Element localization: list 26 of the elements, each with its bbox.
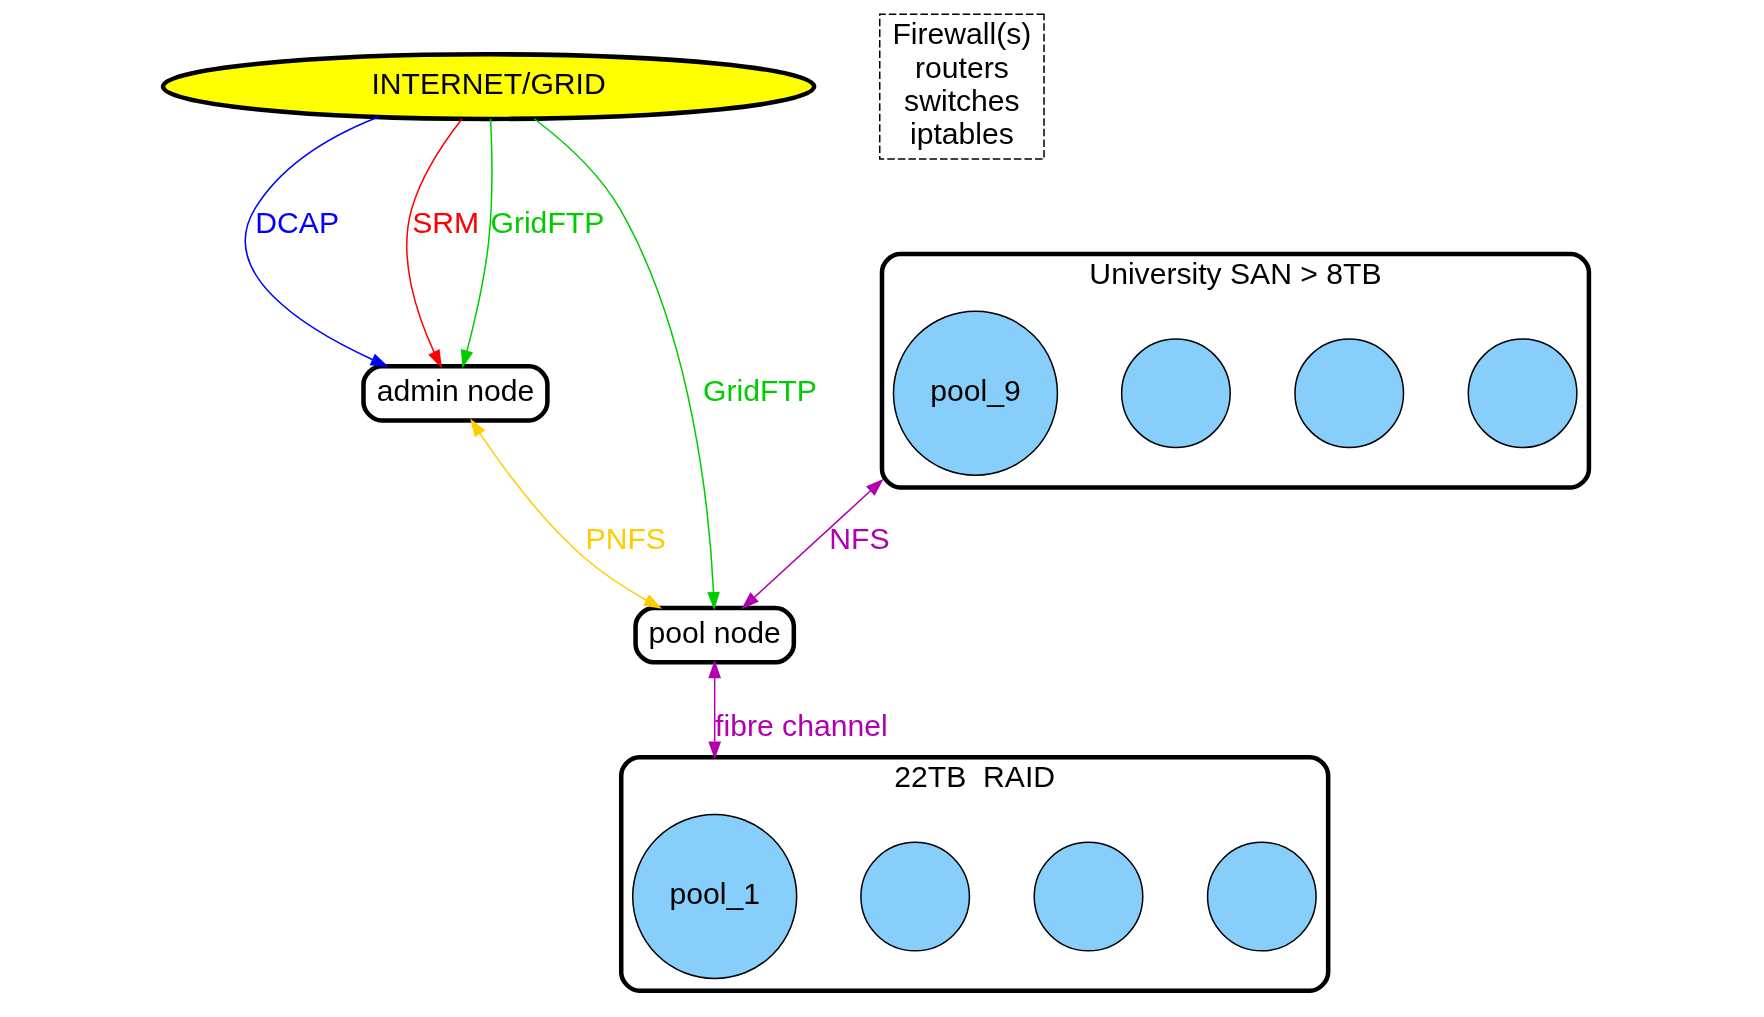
node-circle xyxy=(1294,338,1405,449)
node-box: admin node xyxy=(361,363,550,423)
node-box: Firewall(s) routers switches iptables xyxy=(879,13,1045,160)
edge-label: fibre channel xyxy=(715,709,888,743)
edge-label: GridFTP xyxy=(703,373,817,407)
node-circle xyxy=(1120,338,1231,449)
arrow xyxy=(708,660,722,760)
edge-label: SRM xyxy=(412,205,480,239)
arrow xyxy=(460,118,493,369)
node-circle: pool_1 xyxy=(631,813,798,980)
arrow xyxy=(406,118,463,369)
arrow xyxy=(741,478,884,610)
arrow xyxy=(470,418,662,609)
node-circle xyxy=(1206,841,1317,952)
edge-label: PNFS xyxy=(585,522,666,556)
node-circle: pool_9 xyxy=(892,310,1059,476)
arrow xyxy=(533,118,720,611)
node-box: pool node xyxy=(633,605,797,665)
edge-label: GridFTP xyxy=(490,205,605,239)
arrow xyxy=(244,116,389,367)
node-circle xyxy=(860,841,971,952)
edge-label: NFS xyxy=(829,522,890,556)
node-circle xyxy=(1467,338,1578,449)
edge-label: DCAP xyxy=(255,205,340,239)
node-ellipse: INTERNET/GRID xyxy=(160,52,817,122)
node-circle xyxy=(1033,841,1144,952)
